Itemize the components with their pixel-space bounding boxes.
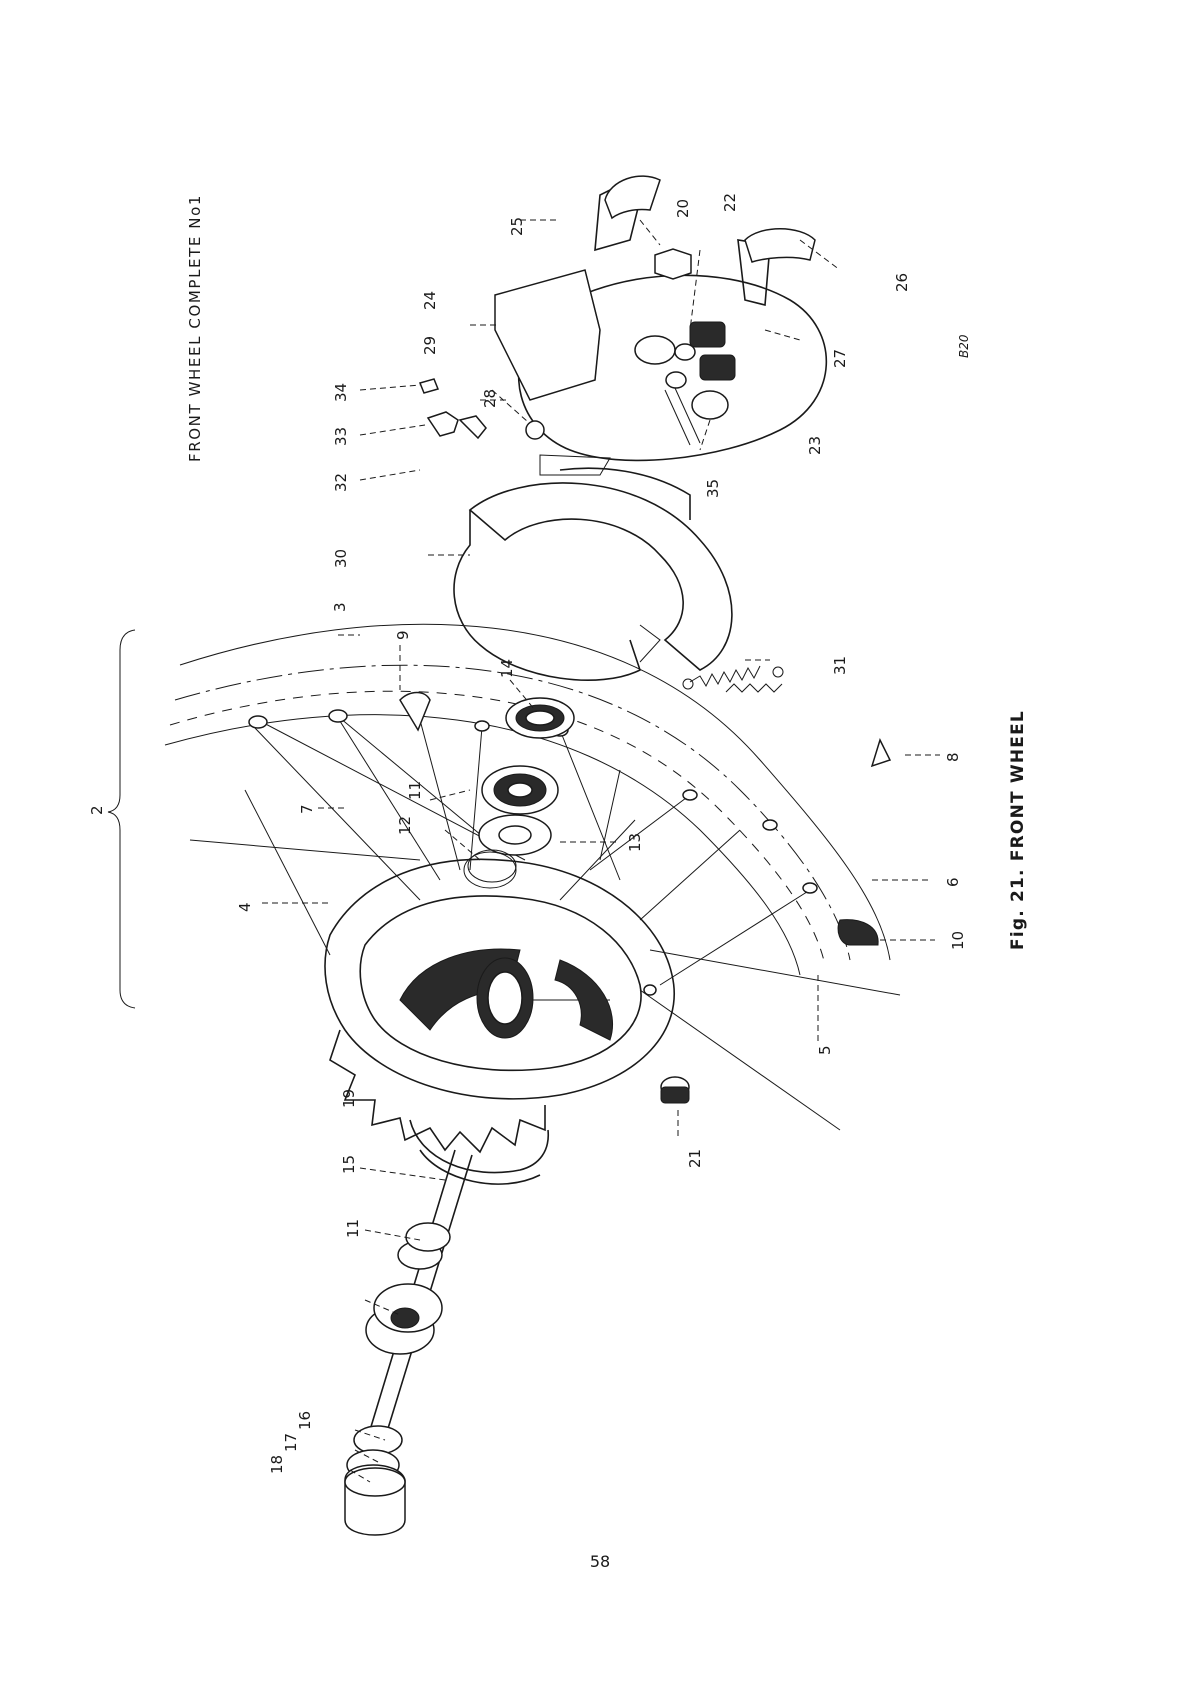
callout-labels: 2 3 4 5 6 7 8 9 10 11 11 12 13 14 15 16 … xyxy=(88,193,967,1474)
callout-34: 34 xyxy=(332,383,350,402)
callout-17: 17 xyxy=(282,1433,300,1452)
callout-35: 35 xyxy=(704,479,722,498)
callout-10: 10 xyxy=(949,931,967,950)
brake-shoes xyxy=(453,454,733,681)
callout-31: 31 xyxy=(831,656,849,675)
page-number: 58 xyxy=(589,1552,611,1571)
callout-22: 22 xyxy=(721,193,739,212)
callout-30: 30 xyxy=(332,549,350,568)
spokes xyxy=(189,717,901,1131)
callout-8: 8 xyxy=(944,752,962,762)
brake-levers xyxy=(594,175,816,307)
axle-spindle xyxy=(344,1149,473,1536)
callout-4: 4 xyxy=(236,902,254,912)
callout-27: 27 xyxy=(831,349,849,368)
small-parts xyxy=(399,378,892,1104)
callout-26: 26 xyxy=(893,273,911,292)
shoe-return-springs xyxy=(682,665,784,693)
figure-caption: Fig. 21. FRONT WHEEL xyxy=(1008,710,1028,950)
hub-shell xyxy=(324,858,675,1185)
callout-2: 2 xyxy=(88,805,106,815)
callout-5: 5 xyxy=(816,1045,834,1055)
wheel-rim-inner xyxy=(174,664,851,961)
callout-9: 9 xyxy=(394,630,412,640)
callout-25: 25 xyxy=(508,217,526,236)
callout-7: 7 xyxy=(298,804,316,814)
callout-15: 15 xyxy=(340,1155,358,1174)
callout-29: 29 xyxy=(421,336,439,355)
callout-6: 6 xyxy=(944,877,962,887)
callout-11b: 11 xyxy=(344,1219,362,1238)
callout-3: 3 xyxy=(331,602,349,612)
callout-16: 16 xyxy=(296,1411,314,1430)
callout-33: 33 xyxy=(332,427,350,446)
callout-14: 14 xyxy=(498,659,516,678)
callout-23: 23 xyxy=(806,436,824,455)
callout-18: 18 xyxy=(268,1455,286,1474)
callout-32: 32 xyxy=(332,473,350,492)
callout-19: 19 xyxy=(340,1089,358,1108)
assembly-title: FRONT WHEEL COMPLETE No1 xyxy=(186,193,204,462)
group-brace xyxy=(107,629,136,1009)
callout-24: 24 xyxy=(421,291,439,310)
brake-backplate xyxy=(494,269,828,462)
wheel-rim xyxy=(179,623,891,961)
callout-leaders xyxy=(262,219,940,1483)
callout-28: 28 xyxy=(481,389,499,408)
callout-13: 13 xyxy=(626,833,644,852)
callout-11a: 11 xyxy=(406,781,424,800)
hub-bearing-set xyxy=(463,697,575,889)
wheel-rim-bead xyxy=(169,690,826,966)
drawing-code: B20 xyxy=(957,334,971,358)
callout-20: 20 xyxy=(674,199,692,218)
callout-21: 21 xyxy=(686,1149,704,1168)
callout-12: 12 xyxy=(396,816,414,835)
